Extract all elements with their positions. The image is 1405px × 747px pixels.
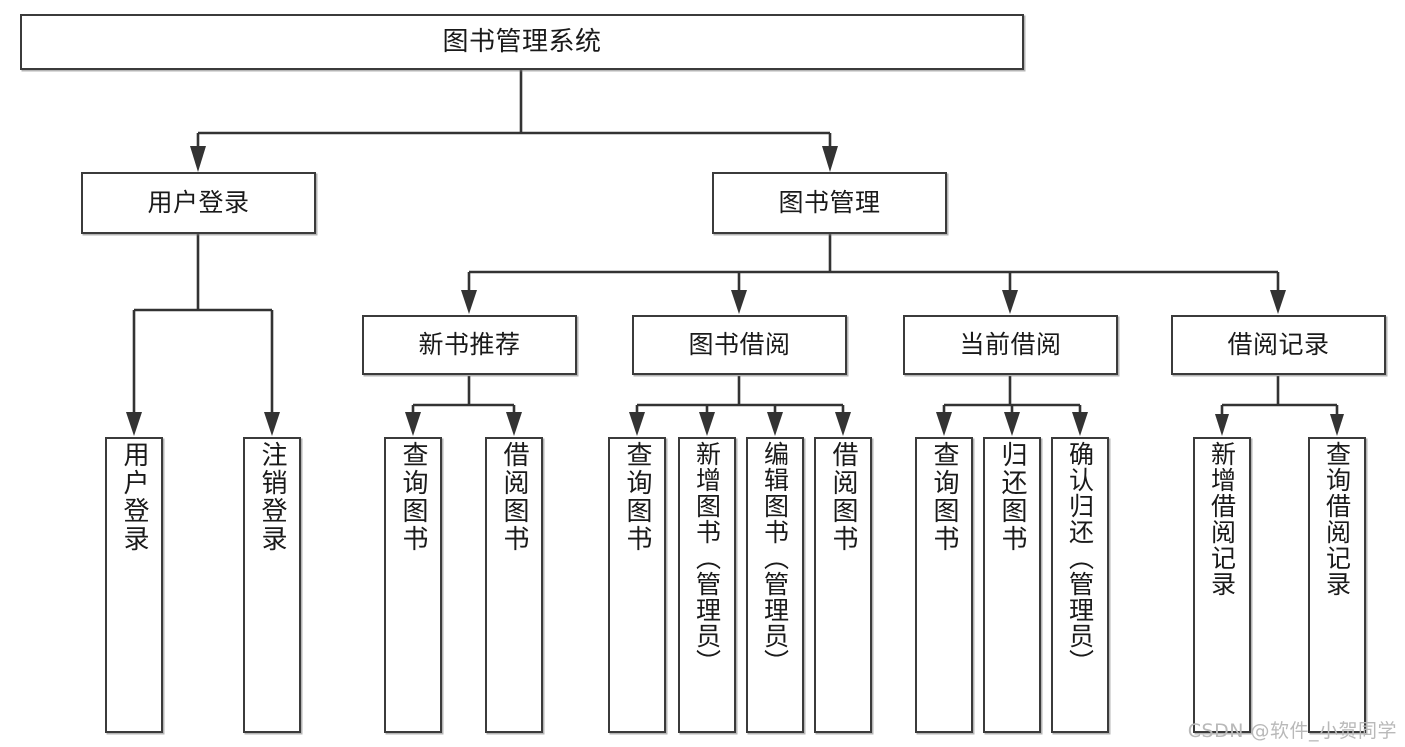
watermark-text: CSDN @软件_小贺同学: [1187, 720, 1397, 742]
node-new-book-recommend-label: 新书推荐: [418, 330, 521, 360]
leaf-new-book-borrow[interactable]: 借阅图书: [485, 437, 543, 733]
leaf-user-login-login[interactable]: 用户登录: [105, 437, 163, 733]
leaf-borrow-record-query-label: 查询借阅记录: [1322, 441, 1352, 597]
leaf-borrow-record-query[interactable]: 查询借阅记录: [1308, 437, 1366, 733]
leaf-borrow-record-add-label: 新增借阅记录: [1207, 441, 1237, 597]
leaf-current-borrow-confirm-label: 确认归还（管理员）: [1065, 441, 1095, 675]
leaf-book-borrow-query[interactable]: 查询图书: [608, 437, 666, 733]
leaf-book-borrow-add[interactable]: 新增图书（管理员）: [678, 437, 736, 733]
leaf-new-book-query-label: 查询图书: [398, 441, 428, 553]
leaf-new-book-query[interactable]: 查询图书: [384, 437, 442, 733]
node-book-borrow[interactable]: 图书借阅: [632, 315, 847, 375]
leaf-book-borrow-borrow-label: 借阅图书: [828, 441, 858, 553]
node-root-label: 图书管理系统: [442, 26, 602, 57]
leaf-new-book-borrow-label: 借阅图书: [499, 441, 529, 553]
leaf-current-borrow-confirm[interactable]: 确认归还（管理员）: [1051, 437, 1109, 733]
node-root[interactable]: 图书管理系统: [20, 14, 1024, 70]
node-current-borrow-label: 当前借阅: [959, 330, 1062, 360]
leaf-current-borrow-query-label: 查询图书: [929, 441, 959, 553]
leaf-user-login-logout-label: 注销登录: [257, 441, 287, 553]
leaf-current-borrow-return[interactable]: 归还图书: [983, 437, 1041, 733]
leaf-user-login-login-label: 用户登录: [119, 441, 149, 553]
leaf-book-borrow-edit[interactable]: 编辑图书（管理员）: [746, 437, 804, 733]
leaf-book-borrow-borrow[interactable]: 借阅图书: [814, 437, 872, 733]
node-current-borrow[interactable]: 当前借阅: [903, 315, 1118, 375]
node-borrow-record-label: 借阅记录: [1227, 330, 1330, 360]
leaf-user-login-logout[interactable]: 注销登录: [243, 437, 301, 733]
leaf-book-borrow-query-label: 查询图书: [622, 441, 652, 553]
node-user-login[interactable]: 用户登录: [81, 172, 316, 234]
leaf-book-borrow-add-label: 新增图书（管理员）: [692, 441, 722, 675]
node-new-book-recommend[interactable]: 新书推荐: [362, 315, 577, 375]
node-user-login-label: 用户登录: [147, 188, 250, 218]
node-book-management-label: 图书管理: [778, 188, 881, 218]
node-book-management[interactable]: 图书管理: [712, 172, 947, 234]
node-book-borrow-label: 图书借阅: [688, 330, 791, 360]
leaf-current-borrow-query[interactable]: 查询图书: [915, 437, 973, 733]
leaf-current-borrow-return-label: 归还图书: [997, 441, 1027, 553]
node-borrow-record[interactable]: 借阅记录: [1171, 315, 1386, 375]
leaf-book-borrow-edit-label: 编辑图书（管理员）: [760, 441, 790, 675]
leaf-borrow-record-add[interactable]: 新增借阅记录: [1193, 437, 1251, 733]
